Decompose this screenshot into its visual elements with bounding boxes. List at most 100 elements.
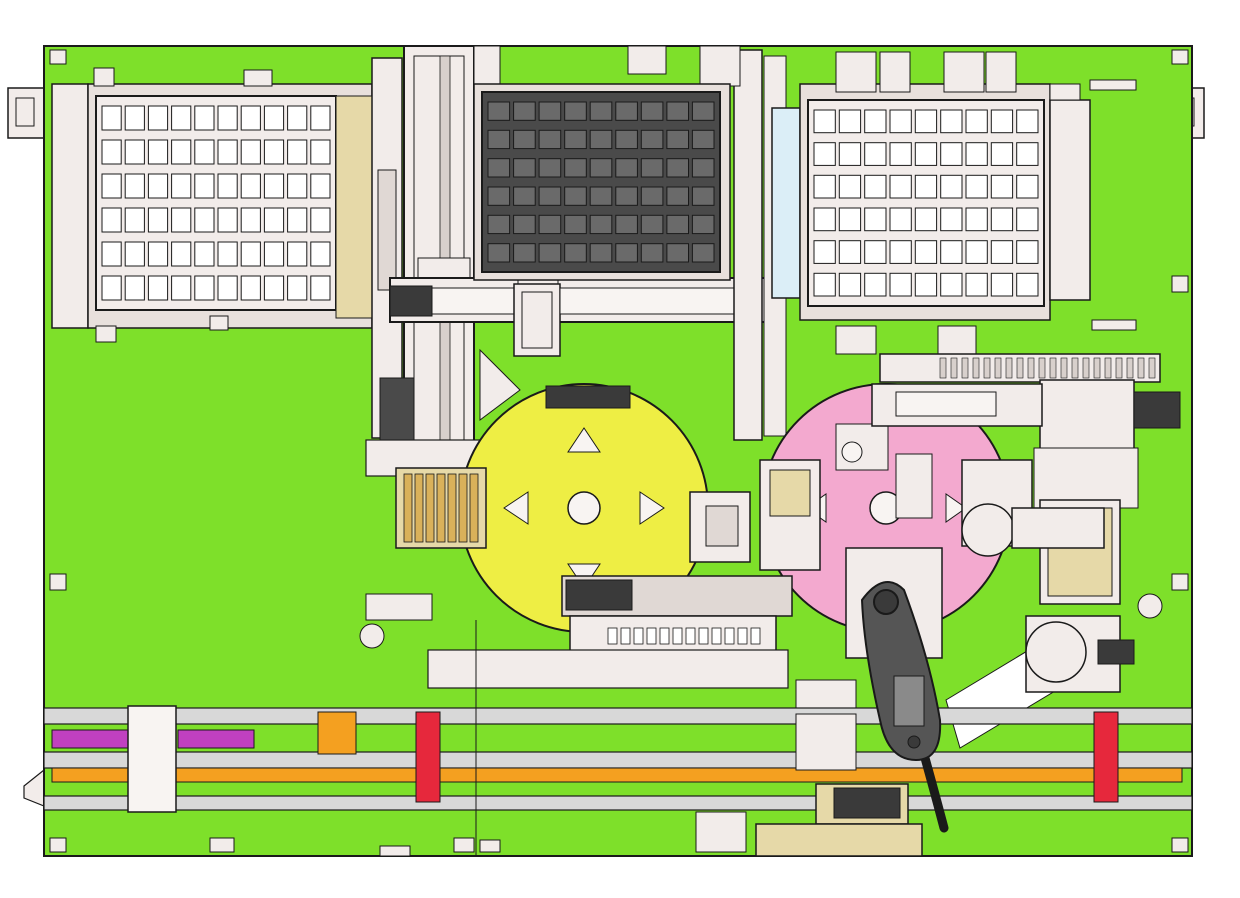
- tray-pocket: [914, 174, 938, 199]
- tray-pocket: [813, 240, 836, 264]
- tray-pocket: [691, 214, 715, 235]
- corner-holes: [49, 49, 1189, 857]
- tray-pocket: [666, 214, 690, 235]
- tray-pocket: [310, 173, 331, 199]
- tray-pocket: [990, 272, 1014, 297]
- pink-rotary-table: [759, 383, 1105, 659]
- feeder-slot: [950, 357, 958, 379]
- feeder-slot: [994, 357, 1002, 379]
- tray-pocket: [965, 207, 988, 232]
- tray-pocket: [640, 158, 664, 178]
- tray-pocket: [838, 272, 862, 297]
- tray-pocket: [691, 129, 715, 150]
- feeder-slot: [983, 357, 991, 379]
- tray-pocket: [487, 101, 511, 121]
- feeder-slot: [1005, 357, 1013, 379]
- tray-pocket: [240, 173, 261, 199]
- tray-pocket: [589, 129, 613, 150]
- left-tray-magazine: [51, 67, 373, 343]
- tray-pocket: [513, 158, 536, 178]
- tray-pocket: [1016, 240, 1039, 264]
- gripper-finger: [403, 473, 413, 543]
- tray-pocket: [1016, 207, 1039, 232]
- tray-pocket: [889, 272, 912, 297]
- tray-pocket: [914, 142, 938, 166]
- module-slot: [711, 627, 722, 645]
- tray-pocket: [838, 109, 862, 134]
- feeder-slot: [939, 357, 947, 379]
- tray-pocket: [263, 139, 285, 165]
- tray-pocket: [990, 207, 1014, 232]
- module-slot: [685, 627, 696, 645]
- tray-pocket: [965, 272, 988, 297]
- tray-pocket: [538, 186, 562, 206]
- tray-pocket: [589, 158, 613, 178]
- tray-pocket: [564, 158, 587, 178]
- tray-pocket: [147, 275, 169, 301]
- tray-pocket: [813, 174, 836, 199]
- gripper-finger: [414, 473, 424, 543]
- tray-pocket: [287, 139, 308, 165]
- tray-pocket: [101, 139, 122, 165]
- tray-pocket: [864, 207, 887, 232]
- tray-pocket: [217, 139, 238, 165]
- tray-pocket: [217, 173, 238, 199]
- tray-pocket: [310, 105, 331, 131]
- tray-pocket: [240, 241, 261, 267]
- tray-pocket: [589, 214, 613, 235]
- module-slot: [724, 627, 735, 645]
- tray-pocket: [101, 105, 122, 131]
- tray-pocket: [124, 275, 145, 301]
- tray-pocket: [513, 186, 536, 206]
- tray-pocket: [914, 240, 938, 264]
- tray-pocket: [691, 186, 715, 206]
- tray-pocket: [914, 207, 938, 232]
- tray-pocket: [889, 109, 912, 134]
- tray-pocket: [838, 174, 862, 199]
- tray-pocket: [864, 240, 887, 264]
- tray-pocket: [889, 207, 912, 232]
- module-slot: [646, 627, 657, 645]
- tray-pocket: [487, 186, 511, 206]
- tray-pocket: [889, 240, 912, 264]
- tray-pocket: [864, 272, 887, 297]
- tray-pocket: [217, 275, 238, 301]
- tray-pocket: [666, 158, 690, 178]
- tray-pocket: [487, 214, 511, 235]
- tray-pocket: [124, 173, 145, 199]
- feeder-slot: [972, 357, 980, 379]
- module-slot: [633, 627, 644, 645]
- tray-pocket: [940, 174, 963, 199]
- tray-pocket: [310, 139, 331, 165]
- tray-pocket: [240, 207, 261, 233]
- tray-pocket: [147, 173, 169, 199]
- tray-pocket: [965, 109, 988, 134]
- tray-pocket: [615, 129, 638, 150]
- feeder-slot: [1060, 357, 1068, 379]
- tray-pocket: [124, 105, 145, 131]
- tray-pocket: [217, 105, 238, 131]
- tray-pocket: [889, 174, 912, 199]
- tray-pocket: [171, 241, 192, 267]
- tray-pocket: [194, 207, 215, 233]
- tray-pocket: [838, 142, 862, 166]
- tray-pocket: [194, 139, 215, 165]
- tray-pocket: [171, 207, 192, 233]
- tray-pocket: [101, 173, 122, 199]
- tray-pocket: [194, 241, 215, 267]
- tray-pocket: [194, 105, 215, 131]
- tray-pocket: [1016, 174, 1039, 199]
- tray-pocket: [589, 101, 613, 121]
- tray-pocket: [838, 240, 862, 264]
- tray-pocket: [124, 241, 145, 267]
- tray-pocket: [965, 142, 988, 166]
- tray-pocket: [171, 173, 192, 199]
- tray-pocket: [691, 101, 715, 121]
- tray-pocket: [615, 214, 638, 235]
- tray-pocket: [666, 243, 690, 263]
- tray-pocket: [124, 139, 145, 165]
- tray-pocket: [538, 214, 562, 235]
- tray-pocket: [263, 173, 285, 199]
- feeder-slot: [961, 357, 969, 379]
